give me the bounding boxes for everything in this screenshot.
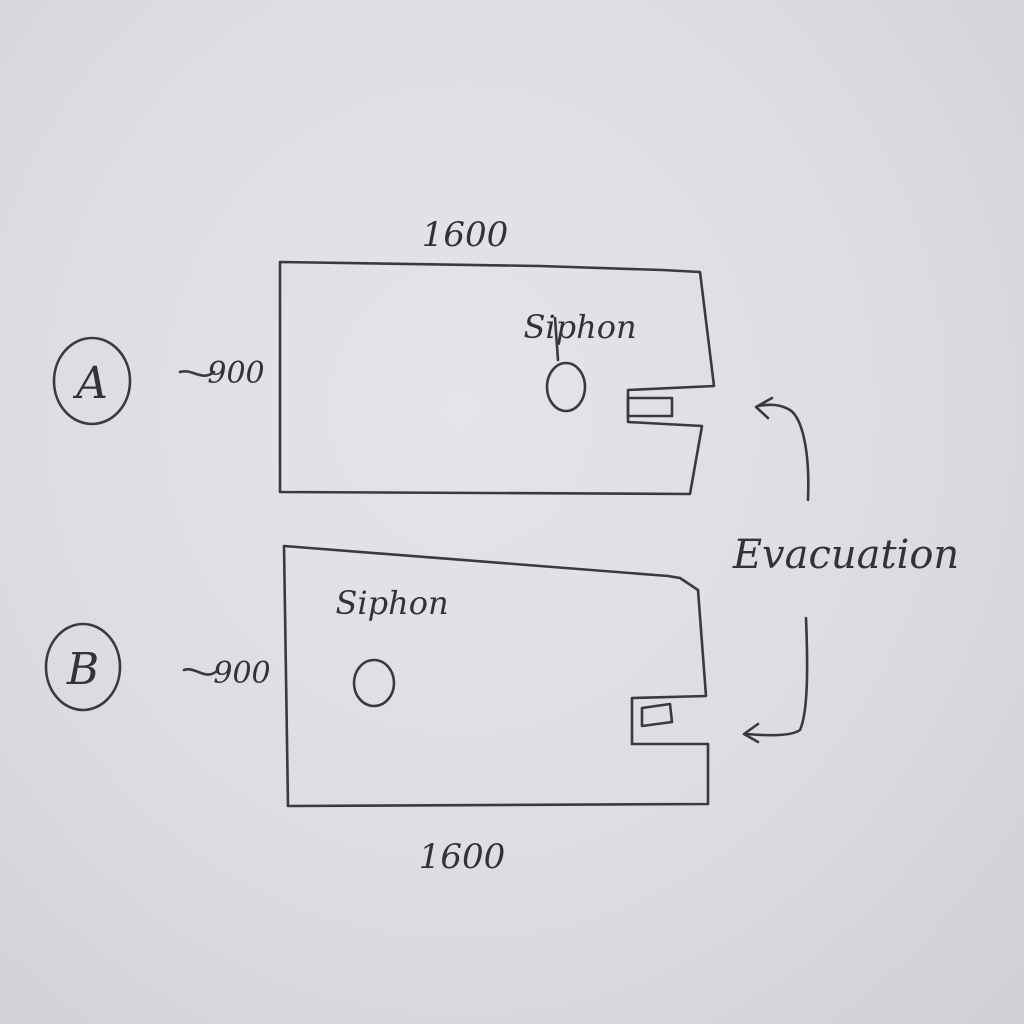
plan-a-height-label: 900 xyxy=(207,356,264,391)
evacuation-annotation: Evacuation xyxy=(732,396,959,744)
plan-a-height-leader xyxy=(178,369,216,377)
plan-a-room-outline xyxy=(278,260,716,496)
plan-a-evacuation-box xyxy=(626,396,674,418)
plan-b-height-label: 900 xyxy=(213,656,270,691)
plan-b-siphon-circle xyxy=(352,658,396,708)
plan-a-width-label: 1600 xyxy=(422,215,509,255)
plan-b-width-label: 1600 xyxy=(419,837,506,877)
evacuation-arrow-down xyxy=(744,616,809,737)
evacuation-arrow-up xyxy=(756,403,810,502)
plan-a-marker-circle xyxy=(52,336,132,426)
evacuation-arrow-up-head xyxy=(754,396,774,420)
plan-a-siphon-circle xyxy=(545,361,587,413)
plan-a: A 1600 900 Siphon xyxy=(52,215,716,496)
plan-a-marker-letter: A xyxy=(72,358,108,409)
evacuation-arrow-down-head xyxy=(742,722,760,744)
plan-b: B 900 Siphon 1600 xyxy=(44,544,710,877)
plan-a-siphon-label: Siphon xyxy=(523,308,636,346)
plan-b-siphon-label: Siphon xyxy=(335,584,448,622)
plan-b-room-outline xyxy=(282,544,710,808)
plan-a-siphon-pointer xyxy=(553,316,560,362)
plan-b-marker-circle xyxy=(44,622,122,712)
evacuation-label: Evacuation xyxy=(732,532,959,578)
plan-b-marker-letter: B xyxy=(66,644,99,695)
plan-b-height-leader xyxy=(182,668,220,676)
plan-b-evacuation-box xyxy=(640,702,674,728)
